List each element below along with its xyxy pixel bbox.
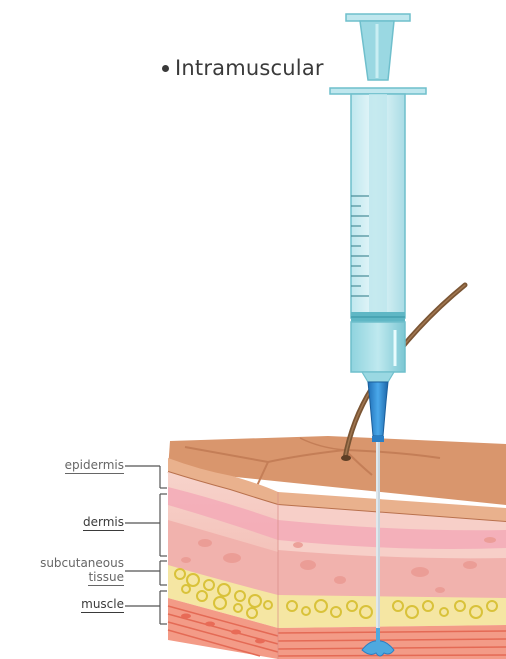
label-subcutaneous-line1: subcutaneous [8,556,124,570]
diagram-title: Intramuscular [162,54,324,82]
label-connectors [125,466,167,624]
label-epidermis-text: epidermis [65,458,124,474]
label-subcutaneous-line2: tissue [88,570,124,586]
label-dermis: dermis [40,515,124,529]
label-dermis-text: dermis [83,515,124,531]
label-muscle: muscle [40,597,124,611]
bullet-icon [162,65,169,72]
label-muscle-text: muscle [81,597,124,613]
skin-block [168,436,506,659]
title-text: Intramuscular [175,56,324,80]
label-subcutaneous: subcutaneous tissue [8,556,124,584]
label-epidermis: epidermis [40,458,124,472]
